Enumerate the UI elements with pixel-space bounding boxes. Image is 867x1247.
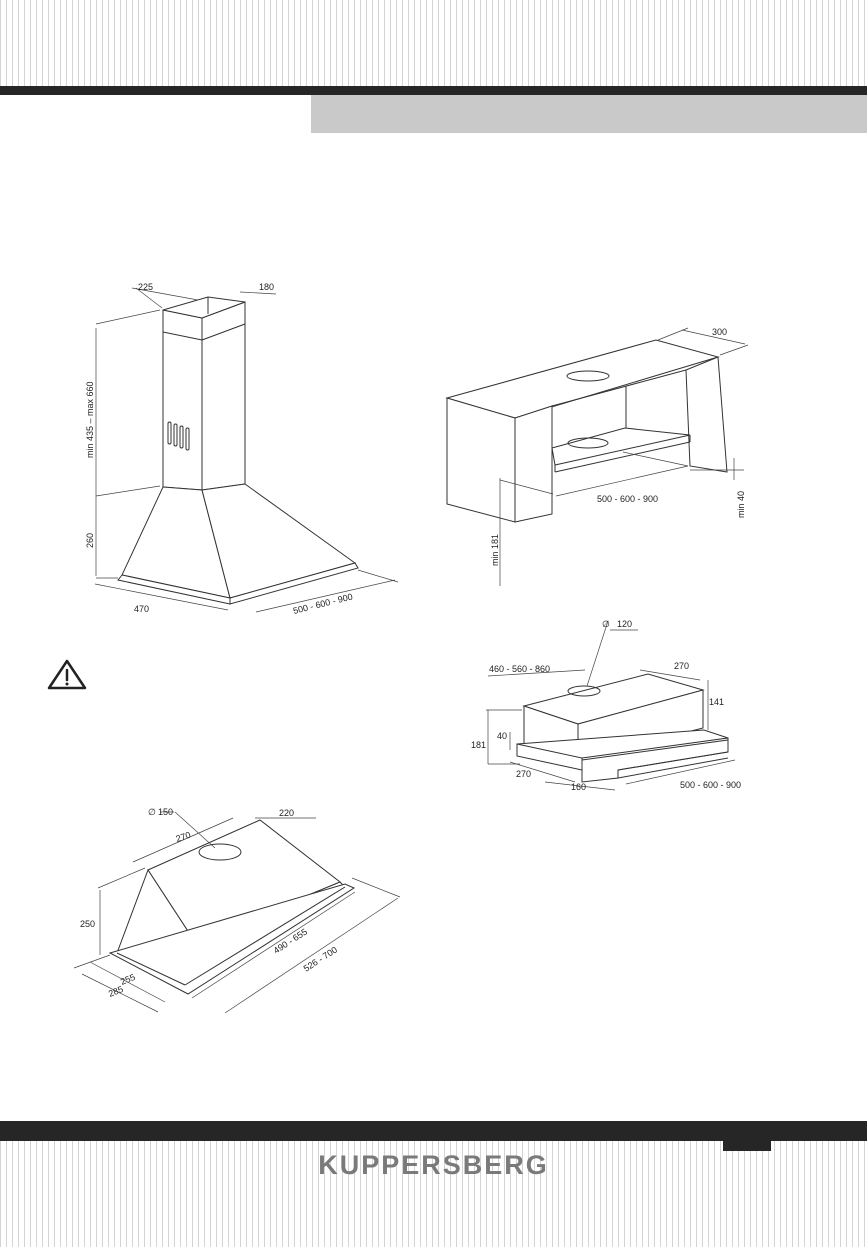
builtin-duct-diameter-icon: ∅	[148, 807, 156, 817]
chimney-dim-top-left: 225	[138, 282, 153, 292]
cabinet-dim-min-left: min 181	[490, 534, 500, 566]
brand-logo: KUPPERSBERG	[318, 1150, 549, 1180]
chimney-dim-top-right: 180	[259, 282, 274, 292]
top-bar	[0, 86, 867, 95]
chimney-dim-width: 500 - 600 - 900	[292, 591, 354, 615]
builtin-dim-width-outer: 526 - 700	[302, 945, 339, 974]
telescopic-dim-total-height: 181	[471, 740, 486, 750]
cabinet-dim-min-right: min 40	[736, 491, 746, 518]
builtin-dim-height: 250	[80, 919, 95, 929]
cabinet-install-diagram: 300 500 - 600 - 900 min 40 min 181	[445, 327, 749, 586]
top-stripe-pattern	[0, 0, 867, 86]
chimney-dim-height-body: 260	[85, 533, 95, 548]
chimney-hood-diagram: 225 180 min 435 – max 660 260 470 500 - …	[85, 282, 399, 616]
builtin-dim-depth-inner: 255	[119, 972, 137, 987]
builtin-hood-diagram: ∅ 150 270 220 250 255 285 490 - 655 526 …	[73, 807, 401, 1014]
builtin-dim-depth-top: 270	[175, 830, 192, 844]
telescopic-dim-height-body: 141	[709, 697, 724, 707]
builtin-dim-duct-diameter: 150	[158, 807, 173, 817]
cabinet-dim-width: 500 - 600 - 900	[597, 494, 658, 504]
telescopic-dim-depth-bottom: 270	[516, 769, 531, 779]
header-band	[311, 95, 867, 133]
telescopic-dim-panel-height: 40	[497, 731, 507, 741]
bottom-stripe-pattern	[0, 1141, 867, 1247]
telescopic-dim-width-top: 460 - 560 - 860	[489, 664, 550, 674]
cabinet-dim-depth: 300	[712, 327, 727, 337]
chimney-dim-depth: 470	[134, 604, 149, 614]
telescopic-dim-slider: 160	[571, 782, 586, 792]
chimney-dim-height-chimney: min 435 – max 660	[85, 381, 95, 458]
telescopic-duct-diameter-icon: ∅	[602, 619, 610, 629]
telescopic-dim-depth-top: 270	[674, 661, 689, 671]
telescopic-dim-width-bottom: 500 - 600 - 900	[680, 780, 741, 790]
warning-triangle-icon	[47, 659, 87, 690]
page-number-tab	[723, 1141, 771, 1151]
builtin-dim-width-top: 220	[279, 808, 294, 818]
bottom-bar	[0, 1121, 867, 1141]
telescopic-hood-diagram: ∅ 120 460 - 560 - 860 270 141 181 40 270…	[471, 619, 741, 792]
telescopic-dim-duct-diameter: 120	[617, 619, 632, 629]
